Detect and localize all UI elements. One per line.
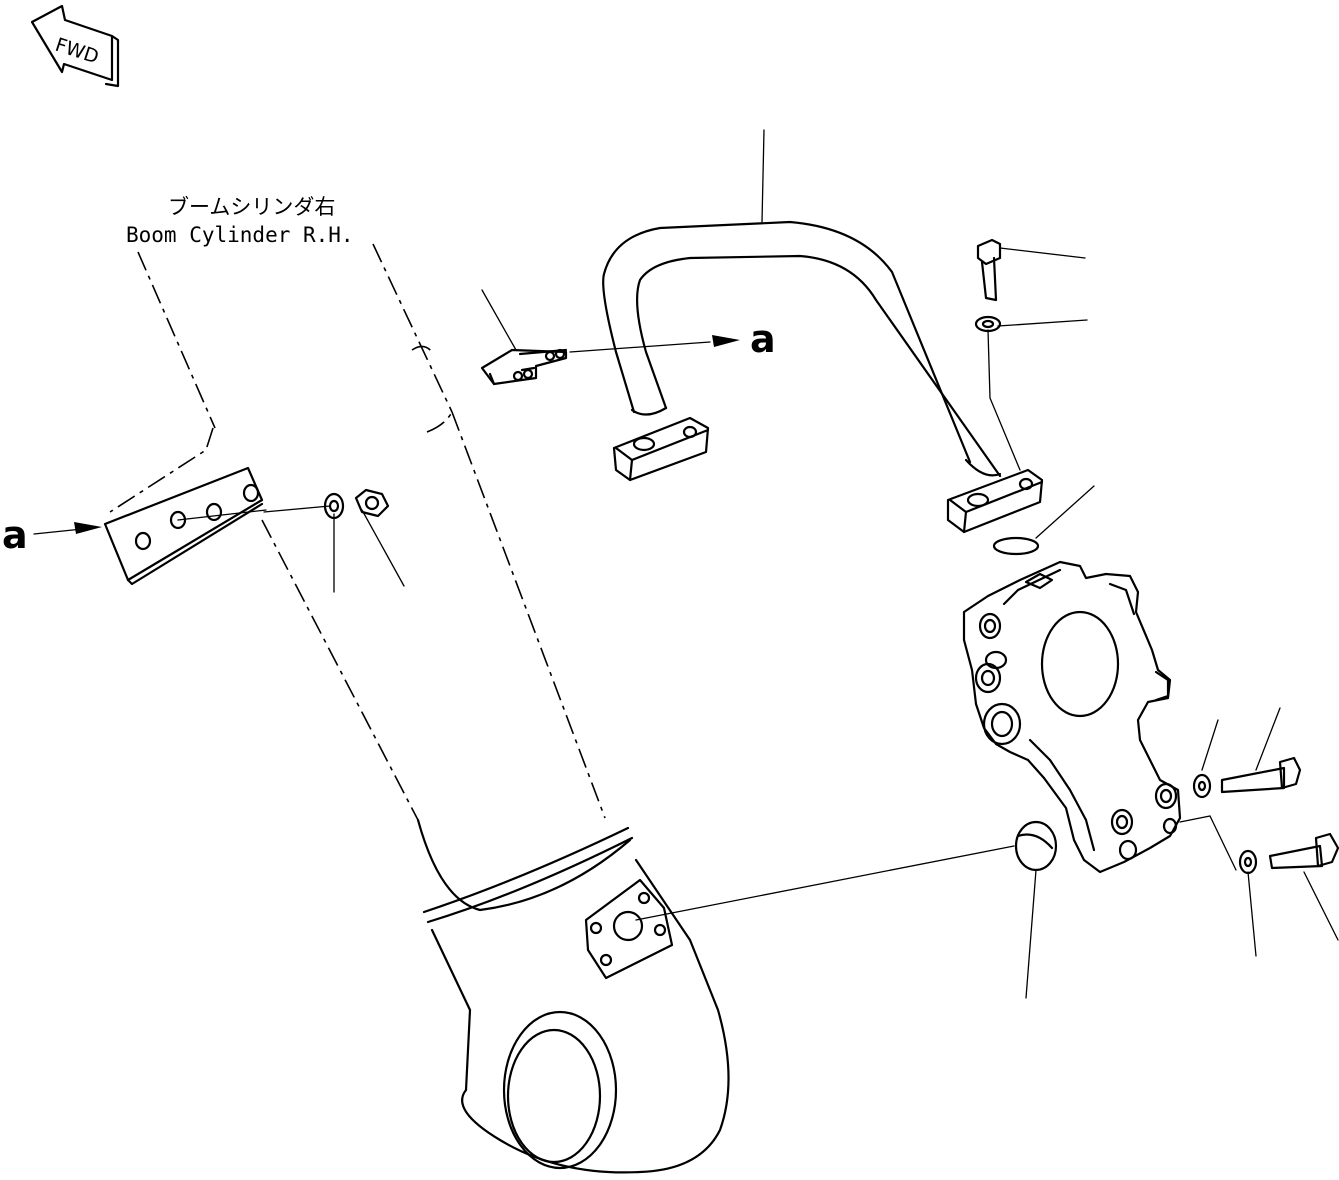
hex-nut-bracket bbox=[354, 488, 390, 518]
hydraulic-tube bbox=[602, 220, 1044, 534]
hose-clamp bbox=[480, 348, 568, 386]
leader-lines bbox=[177, 129, 1339, 999]
washer-bracket bbox=[323, 492, 345, 520]
washer-right-lower bbox=[1238, 849, 1258, 875]
bolt-right-lower bbox=[1268, 832, 1339, 870]
valve-block bbox=[962, 560, 1182, 874]
washer-right-upper bbox=[1192, 773, 1212, 799]
boom-cylinder-label-jp: ブームシリンダ右 bbox=[168, 195, 335, 219]
boom-cylinder-phantom-outline bbox=[109, 243, 606, 821]
mounting-bracket bbox=[103, 466, 264, 586]
reference-mark-left: a bbox=[2, 513, 28, 557]
hex-bolt-top bbox=[976, 238, 1002, 302]
washer-top bbox=[974, 315, 1002, 333]
reference-arrow-left: a bbox=[2, 513, 102, 557]
cylinder-rod-end bbox=[416, 818, 730, 1174]
o-ring-plug bbox=[1014, 820, 1058, 872]
reference-mark-right: a bbox=[750, 317, 776, 361]
boom-cylinder-label-en: Boom Cylinder R.H. bbox=[126, 223, 354, 247]
fwd-label: FWD bbox=[52, 34, 101, 69]
o-ring-flange bbox=[992, 536, 1040, 556]
fwd-arrow-icon: FWD bbox=[30, 4, 120, 88]
reference-arrow-right: a bbox=[569, 317, 776, 361]
bolt-right-upper bbox=[1220, 756, 1302, 794]
